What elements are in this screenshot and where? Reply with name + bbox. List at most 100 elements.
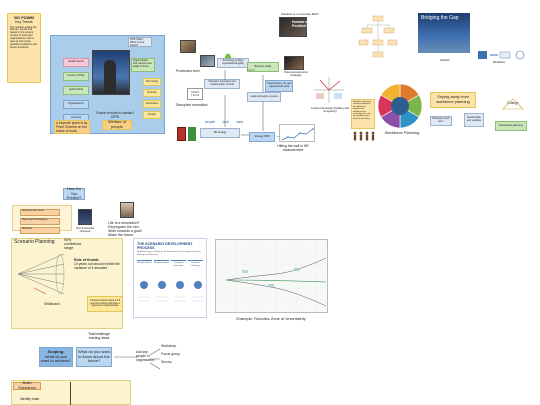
process-title: THE SCENARIO DEVELOPMENT PROCESS [137, 242, 193, 251]
note-right-0[interactable]: Technology [143, 78, 161, 86]
predict-step-0[interactable]: Scanning the future [20, 209, 60, 216]
scenario-title: Scenario Planning [14, 239, 55, 245]
hr-measurement-chart [279, 124, 315, 142]
sim-caption: Life is a simulation? Reprogram the sim.… [108, 221, 142, 238]
know-future-note[interactable]: What do you want to know about the futur… [76, 347, 112, 367]
keynote-caption[interactable]: A keynote speech by Peter Cheese on the … [54, 120, 90, 134]
wildcard-label: Wildcard [44, 301, 60, 306]
advocate-caption: Devil & Advocate Obsessed [75, 227, 95, 233]
good-scenario-note[interactable]: A Good scenario covers a 4-5 year time h… [87, 296, 123, 312]
note-left-3[interactable]: Organisations [63, 100, 89, 109]
disruptive-label: Disruptive innovation [176, 103, 208, 107]
scoping-arrows [114, 348, 161, 370]
scoping-note[interactable]: Scoping: What do you want to address? [39, 347, 73, 367]
advocate-photo [78, 209, 92, 225]
panel-left-notes: Health Sector Future of Work Hybrid Work… [63, 58, 89, 123]
welfare-note[interactable]: Welfare of people [102, 120, 132, 130]
human-label: Human or Positive? [292, 20, 309, 29]
method-survey: Survey [161, 359, 172, 364]
workforce-wheel [376, 82, 424, 130]
panel-right-notes: Technology Diversity Automation People [143, 78, 161, 119]
human-photo [279, 17, 307, 37]
scenario-process-slide[interactable]: THE SCENARIO DEVELOPMENT PROCESS Buildin… [133, 238, 207, 318]
rule-body: 10 years out should exhibit the variance… [74, 262, 120, 270]
method-list: Workshop Focus group Survey [161, 344, 195, 365]
note-needs-data[interactable]: Needs data and analysis [464, 113, 484, 127]
wf-card-body: The session outline the themes, trends a… [10, 25, 37, 50]
method-focus-group: Focus group [161, 351, 180, 356]
note-left-1[interactable]: Future of Work [63, 72, 89, 81]
note-left-0[interactable]: Health Sector [63, 58, 89, 67]
robotics-zone-chart [215, 239, 329, 314]
red-book-icon [177, 127, 186, 141]
process-steps: Identify Drivers Analyse Impact Construc… [134, 256, 206, 271]
wf-card-title: W1 FOWM [14, 15, 34, 20]
process-subtitle: Building Futures: Forming The Foundation… [137, 251, 202, 256]
sim-photo [120, 202, 134, 218]
wheel-note[interactable]: Workforce planning involves analysing th… [351, 99, 375, 129]
note-left-2[interactable]: Hybrid Work [63, 86, 89, 95]
production-tech-label: Production tech [176, 69, 200, 73]
wf-summary-card[interactable]: W1 FOWM Key Trends The session outline t… [7, 13, 41, 83]
flow-note-3[interactable]: Business reality [247, 62, 279, 72]
bridging-caption: Weather [440, 59, 450, 62]
bridging-gap-title: Bridging the Gap [421, 15, 459, 21]
wf-card-subtitle: Key Trends [15, 19, 33, 24]
production-tech-photo [180, 40, 196, 53]
org-chart [358, 14, 398, 60]
flow-note-2[interactable]: Disruptive innovation and transformation… [204, 79, 240, 89]
bridging-gap-slide[interactable]: Bridging the Gap [418, 13, 470, 53]
build-scenarios-label[interactable]: Build Scenarios [13, 381, 41, 390]
build-scenarios-divider [70, 382, 71, 405]
scenario-panel [11, 238, 123, 329]
workforce-planning-label: Workforce Planning [384, 130, 420, 135]
process-step-2: Construct Scenarios [171, 260, 186, 267]
note-business-short-term[interactable]: Business short term [430, 116, 452, 126]
flow-note-4[interactable]: Legal and people systems [247, 92, 281, 102]
scoping-body: What do you want to address? [40, 353, 72, 364]
green-badge-icon [188, 127, 196, 141]
method-workshop: Workshop [161, 344, 177, 348]
confidence-label: 95% confidence range [64, 238, 82, 251]
predict-question[interactable]: How Do You Predict? [63, 186, 85, 200]
shying-away-note[interactable]: Shying away from workforce planning [430, 92, 476, 108]
note-right-1[interactable]: Diversity [143, 89, 161, 97]
tag-data: data [236, 120, 244, 124]
face-photo [284, 56, 304, 70]
workflows-caption: Workflows [493, 61, 505, 64]
person-caption: Personal expression strategies [284, 71, 308, 77]
change-label: Change [507, 101, 519, 105]
robot-caption: Mankind vs a Corporate Elite? [281, 12, 319, 16]
process-icons [138, 281, 204, 302]
note-right-3[interactable]: People [143, 111, 161, 119]
lucale-diagram [312, 75, 346, 105]
fuzzy-logo: OPEN TECH [187, 88, 203, 100]
identify-label: Identify main [20, 397, 40, 401]
ops-tasks-note[interactable]: OPS Tasks: What is your future? [128, 37, 152, 47]
keynote-question: Future of work is human? CIPD [95, 111, 135, 119]
predict-step-1[interactable]: Planning & Developing [20, 218, 60, 225]
predict-step-2[interactable]: Scenario [20, 227, 60, 234]
ask-key-people: Ask key people in organisation [136, 350, 155, 362]
robotics-caption: Example: Robotics Zone of Uncertainty [236, 316, 306, 321]
flow-note-5[interactable]: HR strategy [200, 128, 240, 138]
workflow-arrow-graphic [478, 48, 528, 62]
hitting-wall-caption: Hitting the wall in HR measurement [277, 144, 309, 152]
process-step-3: Develop Strategy [188, 260, 203, 267]
test-challenge-note: Test/challenge existing ideas [88, 332, 110, 340]
lucale-caption: Lucale Framework (Dealing with complexit… [310, 107, 350, 114]
disruptive-photo [200, 55, 215, 67]
flow-tags: people tech data [205, 110, 245, 128]
scoping-title: Scoping: [47, 349, 65, 355]
flow-note-6[interactable]: Strategy HRM [249, 132, 275, 142]
note-succession[interactable]: Succession planning [495, 121, 527, 131]
note-right-2[interactable]: Automation [143, 100, 161, 108]
predict-steps: Scanning the future Planning & Developin… [20, 209, 60, 234]
process-step-1: Analyse Impact [154, 260, 169, 267]
rule-title: Rule of thumb: [74, 258, 100, 262]
people-silhouettes [352, 128, 378, 141]
center-note[interactable]: Organisations that reinvent and adapt to… [131, 58, 155, 72]
speaker-figure [104, 60, 116, 94]
tag-people: people [205, 120, 216, 124]
flow-note-7[interactable]: Transformation, the new organisational w… [265, 80, 293, 92]
